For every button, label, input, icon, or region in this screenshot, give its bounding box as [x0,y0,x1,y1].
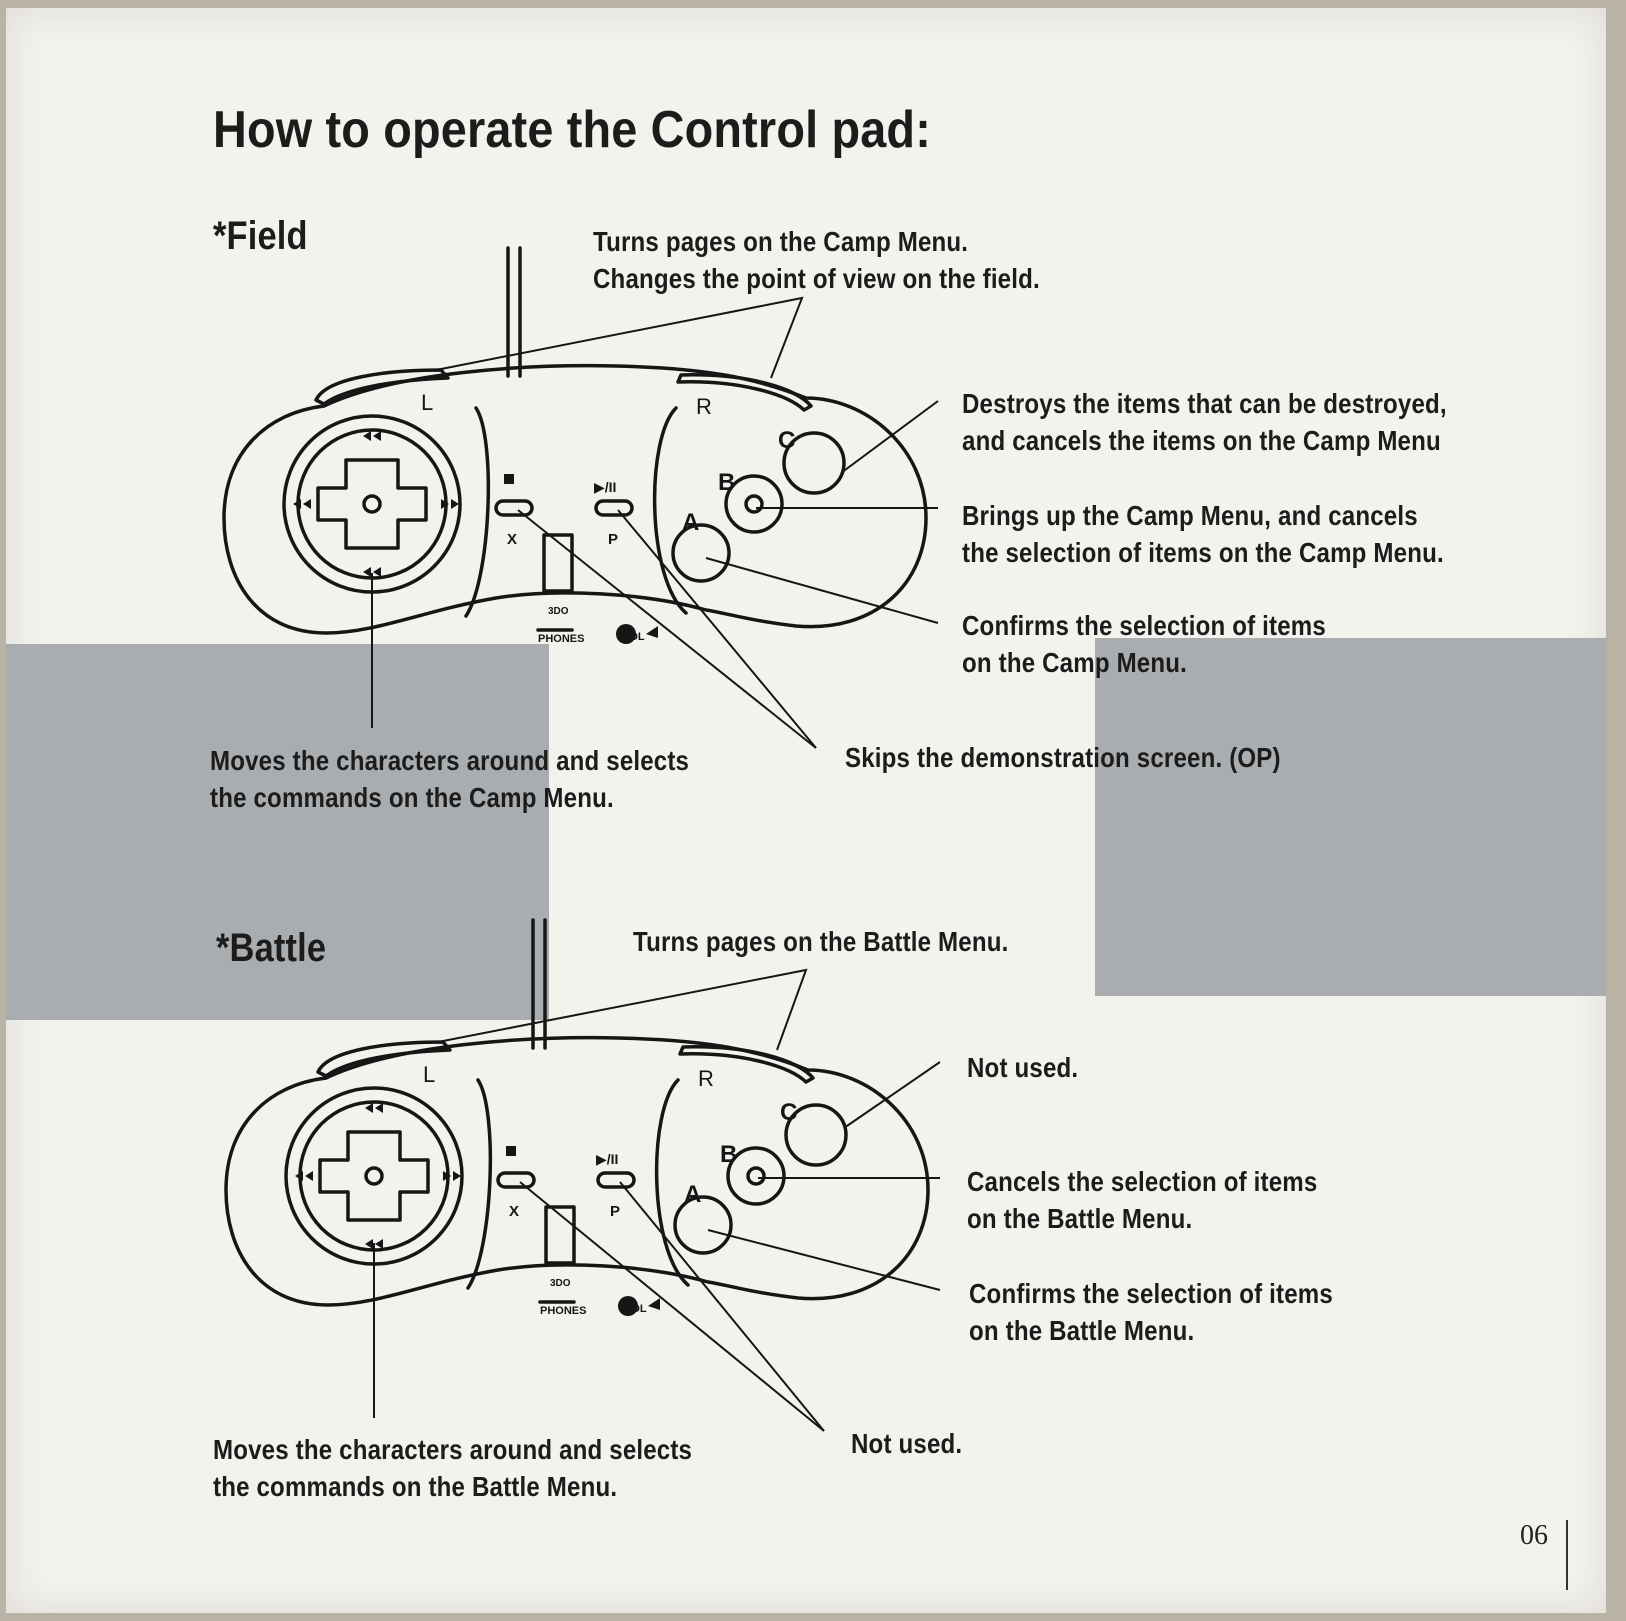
controller-body [226,1038,928,1305]
battle-a-label-2: on the Battle Menu. [969,1315,1195,1346]
p-button-icon [596,501,632,515]
shoulder-r-icon [680,1047,813,1082]
field-shoulder-label-1: Turns pages on the Camp Menu. [593,226,969,257]
battle-dpad-label-1: Moves the characters around and selects [213,1434,693,1465]
a-label: A [682,509,699,536]
c-button-icon [786,1105,846,1165]
leader-lines [371,296,941,1432]
field-shoulder-label-2: Changes the point of view on the field. [593,263,1040,294]
field-b-label-2: the selection of items on the Camp Menu. [962,537,1444,568]
p-label: P [610,1203,620,1220]
x-label: X [507,531,517,548]
b-label: B [720,1141,737,1168]
c-label: C [778,427,795,454]
vol-label: VOL [624,1303,647,1315]
battle-xp-label: Not used. [851,1428,963,1459]
field-b-label-1: Brings up the Camp Menu, and cancels [962,500,1418,531]
shoulder-l-icon [318,1042,450,1076]
manual-page: How to operate the Control pad: *Field T… [6,8,1606,1613]
logo-label: 3DO [548,606,569,617]
b-button-icon [728,1148,784,1204]
battle-b-label-1: Cancels the selection of items [967,1166,1318,1197]
gray-band-right [1095,638,1606,996]
vol-label: VOL [622,631,645,643]
c-label: C [780,1099,797,1126]
page-edge-line [1566,1520,1568,1590]
p-label: P [608,531,618,548]
dpad-cross-icon [320,1132,428,1220]
page-title: How to operate the Control pad: [213,101,931,159]
x-button-icon [496,501,532,515]
field-a-label-2: on the Camp Menu. [962,647,1187,678]
b-label: B [718,469,735,496]
l-label: L [421,390,433,415]
field-dpad-label-1: Moves the characters around and selects [210,745,690,776]
battle-heading: *Battle [216,926,327,970]
shoulder-r-icon [678,375,811,410]
3do-logo-icon [544,535,572,591]
controller-body [224,366,926,633]
play-pause-label: ▶/II [594,479,616,495]
logo-label: 3DO [550,1278,571,1289]
b-button-icon [726,476,782,532]
a-button-icon [675,1197,731,1253]
phones-label: PHONES [538,633,584,645]
field-dpad-label-2: the commands on the Camp Menu. [210,782,614,813]
shoulder-l-icon [316,370,448,404]
battle-a-label-1: Confirms the selection of items [969,1278,1333,1309]
r-label: R [696,394,712,419]
field-a-label-1: Confirms the selection of items [962,610,1326,641]
phones-label: PHONES [540,1305,586,1317]
x-label: X [509,1203,519,1220]
battle-c-label: Not used. [967,1052,1079,1083]
dpad-cross-icon [318,460,426,548]
field-heading: *Field [213,214,308,258]
c-button-icon [784,433,844,493]
field-c-label-2: and cancels the items on the Camp Menu [962,425,1441,456]
field-xp-label: Skips the demonstration screen. (OP) [845,742,1281,773]
l-label: L [423,1062,435,1087]
p-button-icon [598,1173,634,1187]
a-button-icon [673,525,729,581]
battle-shoulder-label: Turns pages on the Battle Menu. [633,926,1009,957]
page-number: 06 [1520,1520,1548,1551]
play-pause-label: ▶/II [596,1151,618,1167]
r-label: R [698,1066,714,1091]
3do-logo-icon [546,1207,574,1263]
a-label: A [684,1181,701,1208]
battle-b-label-2: on the Battle Menu. [967,1203,1193,1234]
battle-dpad-label-2: the commands on the Battle Menu. [213,1471,618,1502]
field-c-label-1: Destroys the items that can be destroyed… [962,388,1447,419]
gray-band-left [6,644,549,1020]
x-button-icon [498,1173,534,1187]
